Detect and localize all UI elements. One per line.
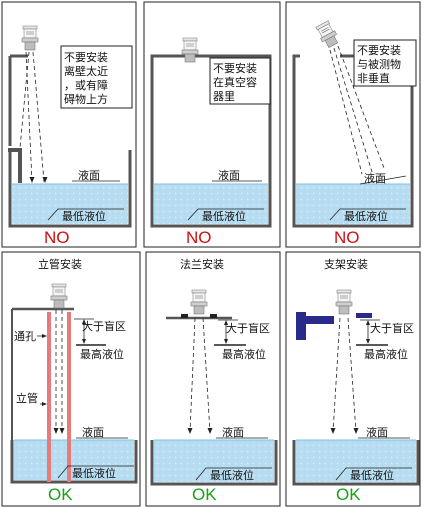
min-level-label: 最低液位 [72,466,116,480]
blind-zone-label: 大于盲区 [82,319,126,333]
pipe-label: 立管 [16,391,38,405]
tank-wall [150,150,272,228]
panel-too-close-to-wall: 不要安装 离壁太近 ，或有障 碍物上方 液面 最低液位 NO [1,1,137,248]
liquid-level-label: 液面 [218,168,240,182]
panel-title: 法兰安装 [180,257,224,271]
standpipe-right [67,312,71,482]
blind-zone-label: 大于盲区 [370,321,414,335]
hole-label: 通孔 [14,330,36,343]
max-level-label: 最高液位 [364,347,408,361]
min-level-label: 最低液位 [62,209,106,223]
note-line: 与被测物 [357,57,401,71]
liquid [154,440,274,482]
warning-note [353,39,417,87]
flange-right [210,314,217,318]
note-line: 不要安装 [213,61,257,75]
beam [55,310,63,432]
warning-note [209,57,271,105]
panel-title: 支架安装 [324,257,368,271]
tank-wall [150,440,278,486]
note-line: 在真空容 [213,75,257,89]
verdict-ok: OK [48,485,73,504]
min-level-label: 最低液位 [210,468,254,482]
bracket-clamp [356,313,372,318]
verdict-no: NO [334,228,360,247]
min-level-label: 最低液位 [202,209,246,223]
tank-wall [292,150,414,228]
verdict-ok: OK [336,485,361,504]
liquid [296,440,416,482]
liquid-level-label: 液面 [222,425,244,439]
note-line: 非垂直 [357,71,390,85]
verdict-no: NO [44,228,70,247]
max-level-label: 最高液位 [80,347,124,361]
tank-wall [292,440,420,486]
panel-not-perpendicular: 不要安装 与被测物 非垂直 液面 最低液位 NO [285,1,421,248]
note-line: 不要安装 [64,50,108,64]
liquid [12,184,128,224]
flange-left [181,314,188,318]
liquid [154,184,268,224]
liquid [296,184,410,224]
panel-bracket-installation: 支架安装 大于盲区 最高液位 液面 最低液位 OK [285,251,421,507]
tank-wall [8,56,132,228]
liquid-level-label: 液面 [82,425,104,439]
liquid-level-label: 液面 [364,171,386,185]
beam [332,317,357,433]
verdict-ok: OK [192,485,217,504]
note-line: 器里 [213,90,235,103]
liquid [14,440,134,480]
obstacle [8,148,22,183]
note-line: 离壁太近 [64,64,108,78]
max-level-label: 最高液位 [222,347,266,361]
standpipe-left [47,312,51,482]
note-line: 不要安装 [357,43,401,57]
warning-note [60,45,133,109]
beam [329,45,385,175]
panel-flange-installation: 法兰安装 大于盲区 最高液位 液面 最低液位 OK [145,251,281,507]
note-line: 碍物上方 [64,92,108,106]
min-level-label: 最低液位 [344,209,388,223]
beam [19,51,45,183]
panel-standpipe-installation: 立管安装 通孔 立管 大于盲区 最高液位 液面 [1,251,141,507]
bracket [296,312,334,340]
panel-vacuum-container: 不要安装 在真空容 器里 液面 最低液位 NO [143,1,281,248]
note-line: ，或有障 [64,78,108,92]
min-level-label: 最低液位 [350,468,394,482]
liquid-level-label: 液面 [78,168,100,182]
blind-zone-label: 大于盲区 [226,321,270,335]
panel-title: 立管安装 [38,257,82,271]
verdict-no: NO [186,228,212,247]
tank-wall [10,440,138,484]
beam [189,317,211,433]
liquid-level-label: 液面 [366,425,388,439]
